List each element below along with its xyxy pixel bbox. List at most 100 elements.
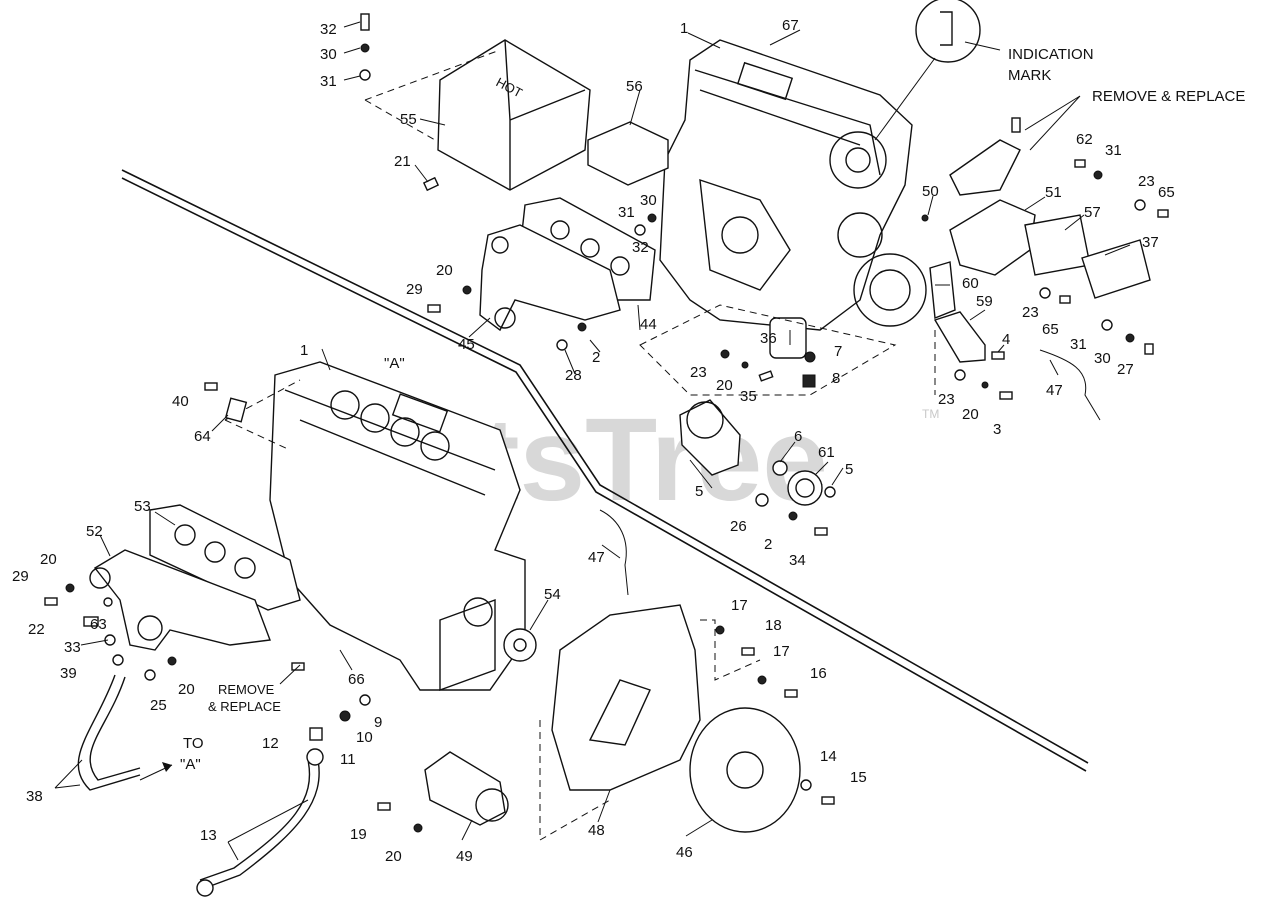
callout: 60 — [962, 275, 979, 292]
callout: 8 — [832, 370, 840, 387]
indication-mark-label-line1: INDICATION — [1008, 46, 1094, 63]
callout: 53 — [134, 498, 151, 515]
callout: 3 — [993, 421, 1001, 438]
callout: 11 — [340, 751, 356, 768]
callout: 12 — [262, 735, 279, 752]
callout: 6 — [794, 428, 802, 445]
callout: 30 — [1094, 350, 1111, 367]
callout: 27 — [1117, 361, 1134, 378]
callout: 9 — [374, 714, 382, 731]
callout: 33 — [64, 639, 81, 656]
leader-lines — [54, 21, 1131, 861]
callout: 47 — [588, 549, 605, 566]
callout: 23 — [1022, 304, 1039, 321]
callout: 31 — [1105, 142, 1122, 159]
callout: 29 — [12, 568, 29, 585]
callout: 10 — [356, 729, 373, 746]
callout: 15 — [850, 769, 867, 786]
hose-13 — [204, 759, 320, 889]
callout: 64 — [194, 428, 211, 445]
callout: 25 — [150, 697, 167, 714]
callout: 21 — [394, 153, 411, 170]
callout: 23 — [690, 364, 707, 381]
heat-shield: HOT — [437, 39, 591, 191]
callout: 28 — [565, 367, 582, 384]
callout: 65 — [1042, 321, 1059, 338]
callout: 66 — [348, 671, 365, 688]
callout: 63 — [90, 616, 107, 633]
indication-mark-inset — [915, 0, 981, 63]
belt-60 — [929, 261, 956, 319]
callout: 20 — [962, 406, 979, 423]
callout: 39 — [60, 665, 77, 682]
callout: 29 — [406, 281, 423, 298]
callout: 31 — [1070, 336, 1087, 353]
callout: 40 — [172, 393, 189, 410]
sensor-47-upper — [1039, 349, 1101, 421]
callout: 48 — [588, 822, 605, 839]
remove-replace-bottom-line1: REMOVE — [218, 682, 275, 697]
flexplate-46 — [689, 707, 801, 833]
flange-54 — [503, 628, 537, 662]
bracket-57 — [1024, 214, 1091, 276]
callout: 35 — [740, 388, 757, 405]
shield-plate — [587, 121, 669, 186]
separator-line — [121, 169, 1089, 764]
bellhousing-adapter — [551, 604, 701, 791]
remove-replace-top-label: REMOVE & REPLACE — [1092, 88, 1245, 105]
starter-motor-upper — [679, 399, 741, 476]
trademark-mark: TM — [922, 407, 939, 421]
callout: 19 — [350, 826, 367, 843]
callout: 23 — [1138, 173, 1155, 190]
callout: 17 — [773, 643, 790, 660]
callout: 54 — [544, 586, 561, 603]
callout: 14 — [820, 748, 837, 765]
callout: 20 — [436, 262, 453, 279]
to-a-line2: "A" — [180, 756, 201, 773]
callout: 51 — [1045, 184, 1062, 201]
callout: 26 — [730, 518, 747, 535]
callout: 56 — [626, 78, 643, 95]
exhaust-gasket-lower — [149, 504, 301, 611]
callout: 20 — [716, 377, 733, 394]
ref-a-label: "A" — [384, 355, 405, 372]
callout: 55 — [400, 111, 417, 128]
clamp-12 — [306, 748, 324, 766]
callout: 61 — [818, 444, 835, 461]
callout: 38 — [26, 788, 43, 805]
upper-engine-block — [659, 39, 927, 359]
callout: 20 — [178, 681, 195, 698]
callout: 65 — [1158, 184, 1175, 201]
callout: 30 — [640, 192, 657, 209]
remove-replace-bottom-line2: & REPLACE — [208, 699, 281, 714]
callout: 44 — [640, 316, 657, 333]
callout: 31 — [618, 204, 635, 221]
nut-6 — [772, 460, 788, 476]
starter-relay — [1081, 239, 1151, 299]
callout: 31 — [320, 73, 337, 90]
exhaust-manifold-upper — [479, 224, 621, 332]
callout: 34 — [789, 552, 806, 569]
gear-61 — [787, 470, 823, 506]
callout: 62 — [1076, 131, 1093, 148]
sensor-47-lower — [599, 509, 629, 596]
callout: 1 — [300, 342, 308, 359]
callout: 50 — [922, 183, 939, 200]
callout: 52 — [86, 523, 103, 540]
callout: 32 — [632, 239, 649, 256]
callout: 37 — [1142, 234, 1159, 251]
callout: 7 — [834, 343, 842, 360]
callout: 49 — [456, 848, 473, 865]
indication-mark-label-line2: MARK — [1008, 67, 1051, 84]
callout: 59 — [976, 293, 993, 310]
callout: 20 — [40, 551, 57, 568]
callout: 32 — [320, 21, 337, 38]
callout: 2 — [592, 349, 600, 366]
callout: 2 — [764, 536, 772, 553]
callout: 1 — [680, 20, 688, 37]
callout: 30 — [320, 46, 337, 63]
timing-cover — [949, 139, 1021, 196]
callout: 16 — [810, 665, 827, 682]
pulley-59 — [933, 311, 986, 363]
